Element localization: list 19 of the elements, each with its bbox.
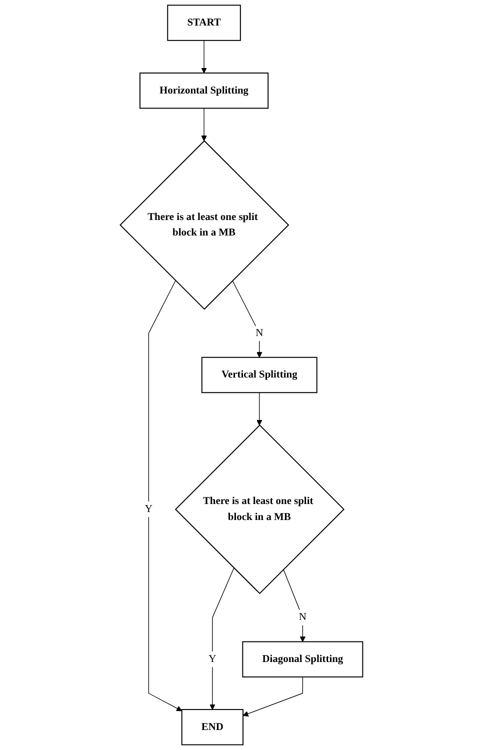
arrow — [242, 676, 303, 717]
node-box: END — [180, 709, 244, 746]
arrow — [256, 392, 262, 426]
arrow — [200, 40, 206, 74]
edge-label: Y — [144, 503, 152, 515]
arrow — [282, 569, 306, 642]
edge-label: N — [255, 327, 263, 338]
edge-label: Y — [208, 653, 216, 665]
node-diamond: There is at least one split block in a MB — [174, 424, 344, 594]
edge-label: N — [298, 612, 306, 623]
node-box: Horizontal Splitting — [139, 72, 268, 109]
arrow — [209, 568, 234, 710]
node-box: START — [166, 4, 240, 41]
arrow — [232, 280, 262, 358]
node-diamond: There is at least one split block in a MB — [119, 140, 289, 310]
arrow — [200, 108, 206, 142]
arrow — [148, 280, 182, 712]
node-box: Vertical Splitting — [200, 356, 317, 394]
node-box: Diagonal Splitting — [242, 641, 363, 678]
